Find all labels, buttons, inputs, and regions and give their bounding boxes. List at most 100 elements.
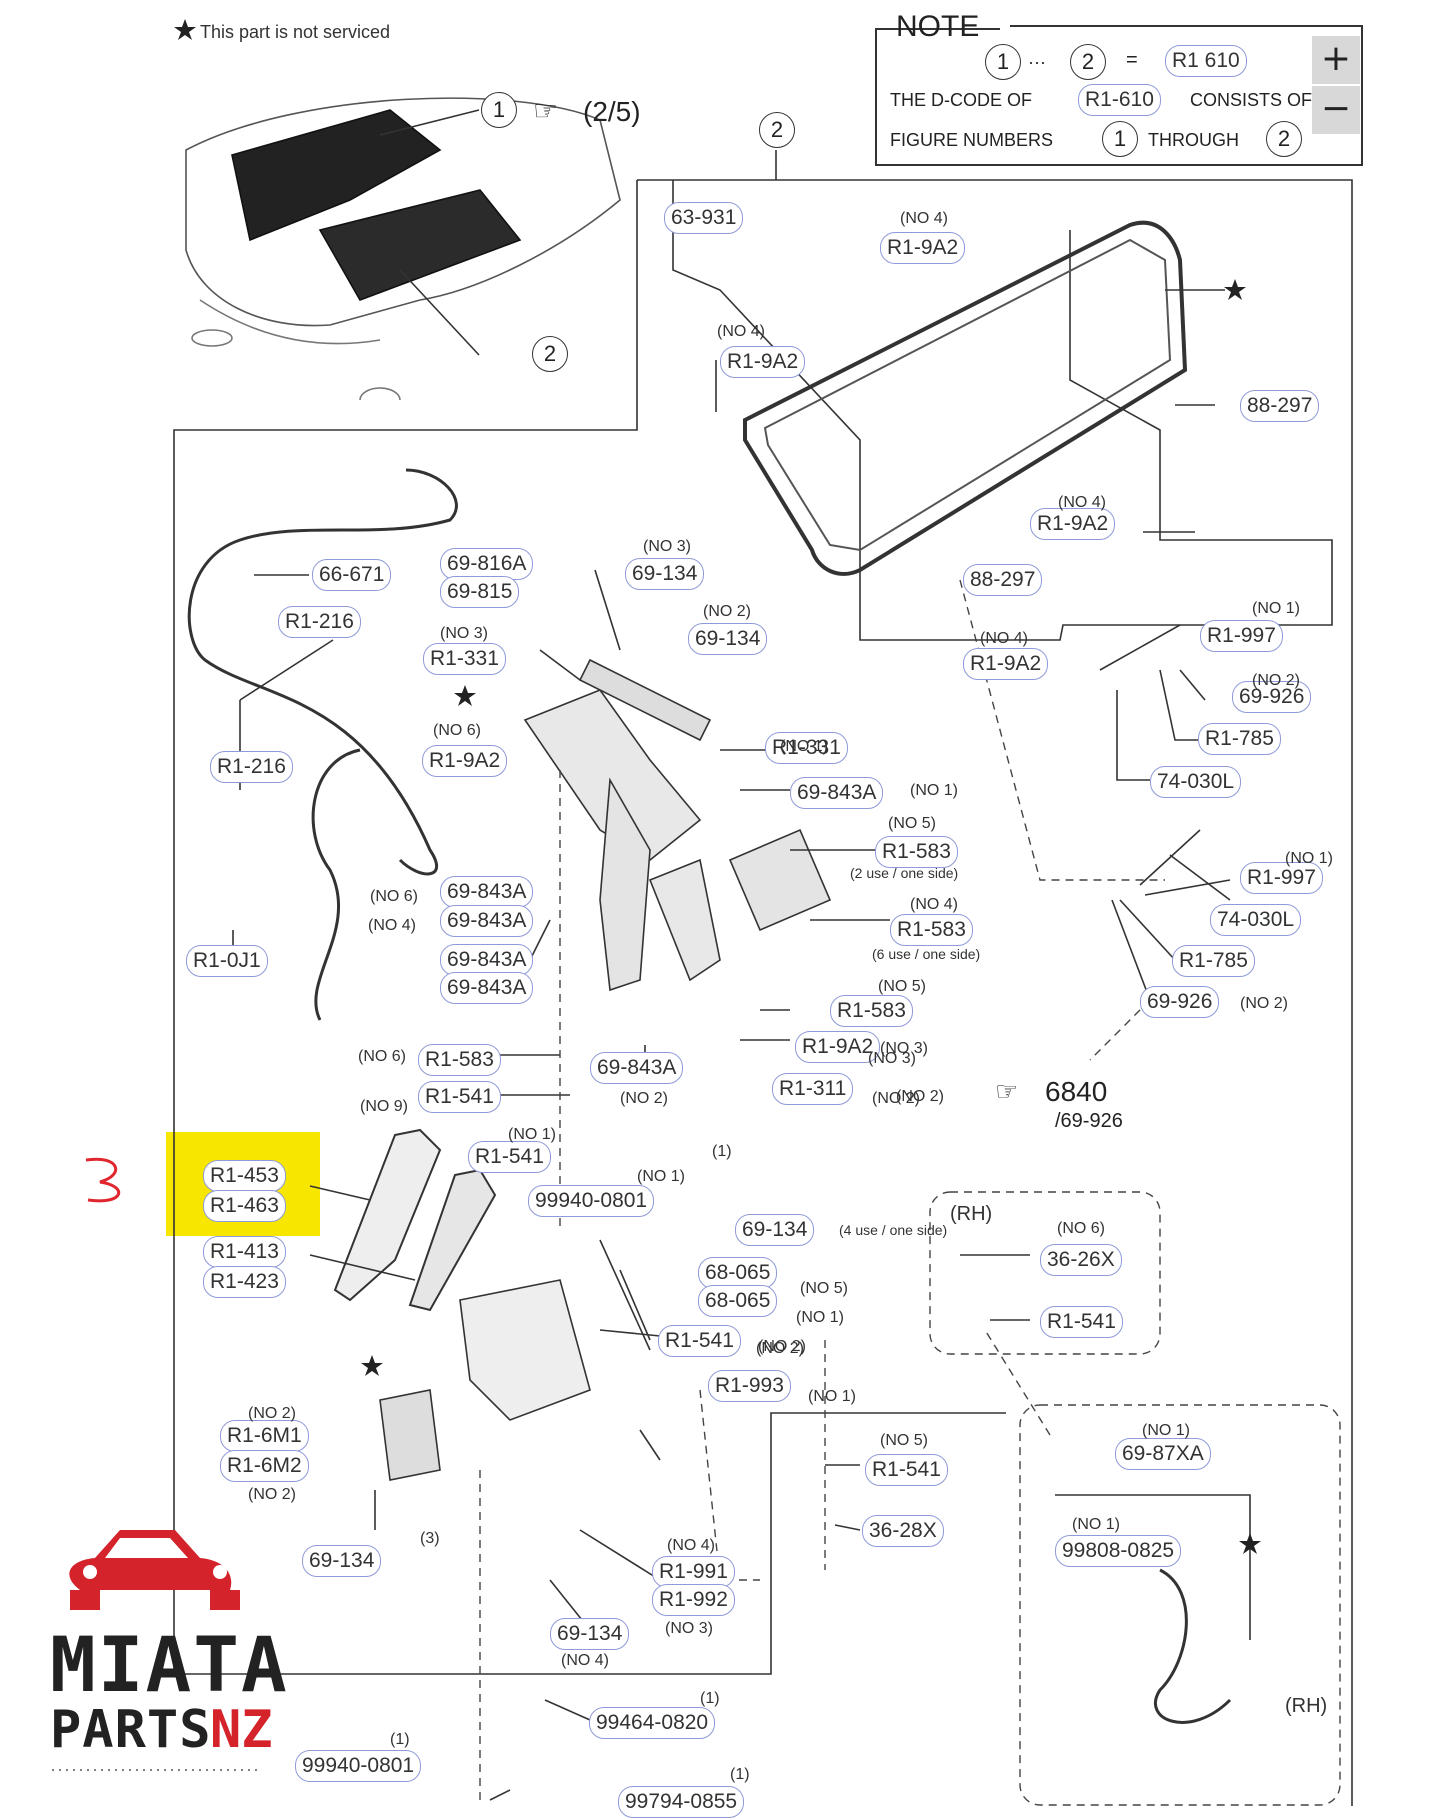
annotation-number-3 xyxy=(85,1157,121,1203)
part-code-r1-9a2[interactable]: R1-9A2 xyxy=(963,648,1049,680)
part-code-r1-583[interactable]: R1-583 xyxy=(418,1044,501,1076)
part-code-69-815[interactable]: 69-815 xyxy=(440,576,520,608)
part-code-r1-541[interactable]: R1-541 xyxy=(418,1081,501,1113)
quantity-note: (3) xyxy=(420,1530,440,1547)
figure-2-callout-top: 2 xyxy=(759,112,795,148)
part-code-74-030l[interactable]: 74-030L xyxy=(1210,904,1302,936)
part-code-r1-6m2[interactable]: R1-6M2 xyxy=(220,1450,309,1482)
part-code-99794-0855[interactable]: 99794-0855 xyxy=(618,1786,745,1818)
quantity-note: (NO 4) xyxy=(980,630,1028,647)
quantity-note: (NO 3) xyxy=(440,625,488,642)
part-code-88-297[interactable]: 88-297 xyxy=(1240,390,1320,422)
part-code-99940-0801[interactable]: 99940-0801 xyxy=(295,1750,422,1782)
part-code-r1-583[interactable]: R1-583 xyxy=(890,914,973,946)
part-code-r1-583[interactable]: R1-583 xyxy=(875,836,958,868)
part-code-r1-785[interactable]: R1-785 xyxy=(1198,723,1281,755)
part-code-r1-331[interactable]: R1-331 xyxy=(765,732,848,764)
quantity-note: (NO 9) xyxy=(360,1098,408,1115)
part-code-69-134[interactable]: 69-134 xyxy=(302,1545,382,1577)
part-code-r1-9a2[interactable]: R1-9A2 xyxy=(795,1031,881,1063)
arrow-icon: ☞ xyxy=(533,95,559,126)
quantity-note: (1) xyxy=(700,1690,720,1707)
part-code-r1-9a2[interactable]: R1-9A2 xyxy=(880,232,966,264)
note-equals: = xyxy=(1126,49,1138,71)
part-code-69-843a[interactable]: 69-843A xyxy=(790,777,884,809)
part-code-r1-413[interactable]: R1-413 xyxy=(203,1236,286,1268)
quantity-note: (NO 2) xyxy=(872,1090,920,1107)
quantity-note: (NO 3) xyxy=(868,1050,916,1067)
quantity-note: (NO 2) xyxy=(896,1088,944,1105)
part-code-99940-0801[interactable]: 99940-0801 xyxy=(528,1185,655,1217)
part-code-r1-992[interactable]: R1-992 xyxy=(652,1584,735,1616)
part-code-36-28x[interactable]: 36-28X xyxy=(862,1515,944,1547)
quantity-note: (1) xyxy=(730,1766,750,1783)
part-code-69-926[interactable]: 69-926 xyxy=(1232,681,1312,713)
part-code-r1-453[interactable]: R1-453 xyxy=(203,1160,286,1192)
part-code-r1-583[interactable]: R1-583 xyxy=(830,995,913,1027)
zoom-in-button[interactable]: + xyxy=(1312,36,1360,84)
part-code-r1-311[interactable]: R1-311 xyxy=(772,1073,854,1105)
quantity-note: (4 use / one side) xyxy=(839,1222,948,1238)
part-code-r1-541[interactable]: R1-541 xyxy=(468,1141,551,1173)
note-dots: ··· xyxy=(1028,52,1046,72)
zoom-out-button[interactable]: − xyxy=(1312,86,1360,134)
part-code-99464-0820[interactable]: 99464-0820 xyxy=(589,1707,716,1739)
part-code-r1-9a2[interactable]: R1-9A2 xyxy=(422,745,508,777)
part-code-74-030l[interactable]: 74-030L xyxy=(1150,766,1242,798)
part-code-69-843a[interactable]: 69-843A xyxy=(440,905,534,937)
part-code-69-134[interactable]: 69-134 xyxy=(735,1214,815,1246)
quantity-note: (NO 4) xyxy=(1058,494,1106,511)
part-code-88-297[interactable]: 88-297 xyxy=(963,564,1043,596)
quantity-note: (NO 3) xyxy=(880,1040,928,1057)
quantity-note: (NO 6) xyxy=(370,888,418,905)
part-code-63-931[interactable]: 63-931 xyxy=(664,202,744,234)
part-code-69-134[interactable]: 69-134 xyxy=(550,1618,630,1650)
quantity-note: (NO 3) xyxy=(643,538,691,555)
part-code-r1-541[interactable]: R1-541 xyxy=(1040,1306,1123,1338)
ref-6840-sub: /69-926 xyxy=(1055,1110,1123,1132)
part-code-r1-331[interactable]: R1-331 xyxy=(423,643,506,675)
part-code-r1-216[interactable]: R1-216 xyxy=(278,606,361,638)
part-code-69-843a[interactable]: 69-843A xyxy=(440,944,534,976)
part-code-r1-997[interactable]: R1-997 xyxy=(1240,862,1323,894)
part-code-68-065[interactable]: 68-065 xyxy=(698,1257,778,1289)
quantity-note: (NO 1) xyxy=(910,782,958,799)
part-code-r1-6m1[interactable]: R1-6M1 xyxy=(220,1420,309,1452)
figure-1-callout: 1 xyxy=(481,92,517,128)
part-code-69-134[interactable]: 69-134 xyxy=(625,558,705,590)
quantity-note: (NO 2) xyxy=(1252,672,1300,689)
part-code-r1-785[interactable]: R1-785 xyxy=(1172,945,1255,977)
part-code-66-671[interactable]: 66-671 xyxy=(312,559,392,591)
quantity-note: (NO 1) xyxy=(808,1388,856,1405)
part-code-69-843a[interactable]: 69-843A xyxy=(440,876,534,908)
part-code-69-843a[interactable]: 69-843A xyxy=(440,972,534,1004)
part-code-69-87xa[interactable]: 69-87XA xyxy=(1115,1438,1211,1470)
part-code-r1-9a2[interactable]: R1-9A2 xyxy=(1030,508,1116,540)
part-code-r1-423[interactable]: R1-423 xyxy=(203,1266,286,1298)
part-code-r1-541[interactable]: R1-541 xyxy=(865,1454,948,1486)
quantity-note: (NO 6) xyxy=(358,1048,406,1065)
part-code-r1-0j1[interactable]: R1-0J1 xyxy=(186,945,268,977)
brand-name-parts: PARTS xyxy=(50,1700,212,1760)
quantity-note: (NO 4) xyxy=(900,210,948,227)
quantity-note: (NO 3) xyxy=(665,1620,713,1637)
quantity-note: (RH) xyxy=(950,1203,993,1225)
part-code-69-134[interactable]: 69-134 xyxy=(688,623,768,655)
quantity-note: (NO 2) xyxy=(248,1405,296,1422)
part-code-36-26x[interactable]: 36-26X xyxy=(1040,1244,1122,1276)
part-code-68-065[interactable]: 68-065 xyxy=(698,1285,778,1317)
quantity-note: (NO 1) xyxy=(796,1309,844,1326)
part-code-69-816a[interactable]: 69-816A xyxy=(440,548,534,580)
part-code-r1-993[interactable]: R1-993 xyxy=(708,1370,791,1402)
part-code-99808-0825[interactable]: 99808-0825 xyxy=(1055,1535,1182,1567)
brand-name-miata: MIATA xyxy=(50,1620,289,1709)
part-code-r1-463[interactable]: R1-463 xyxy=(203,1190,286,1222)
part-code-r1-541[interactable]: R1-541 xyxy=(658,1325,741,1357)
part-code-69-926[interactable]: 69-926 xyxy=(1140,986,1220,1018)
part-code-r1-9a2[interactable]: R1-9A2 xyxy=(720,346,806,378)
part-code-r1-997[interactable]: R1-997 xyxy=(1200,620,1283,652)
part-code-69-843a[interactable]: 69-843A xyxy=(590,1052,684,1084)
part-code-r1-216[interactable]: R1-216 xyxy=(210,751,293,783)
